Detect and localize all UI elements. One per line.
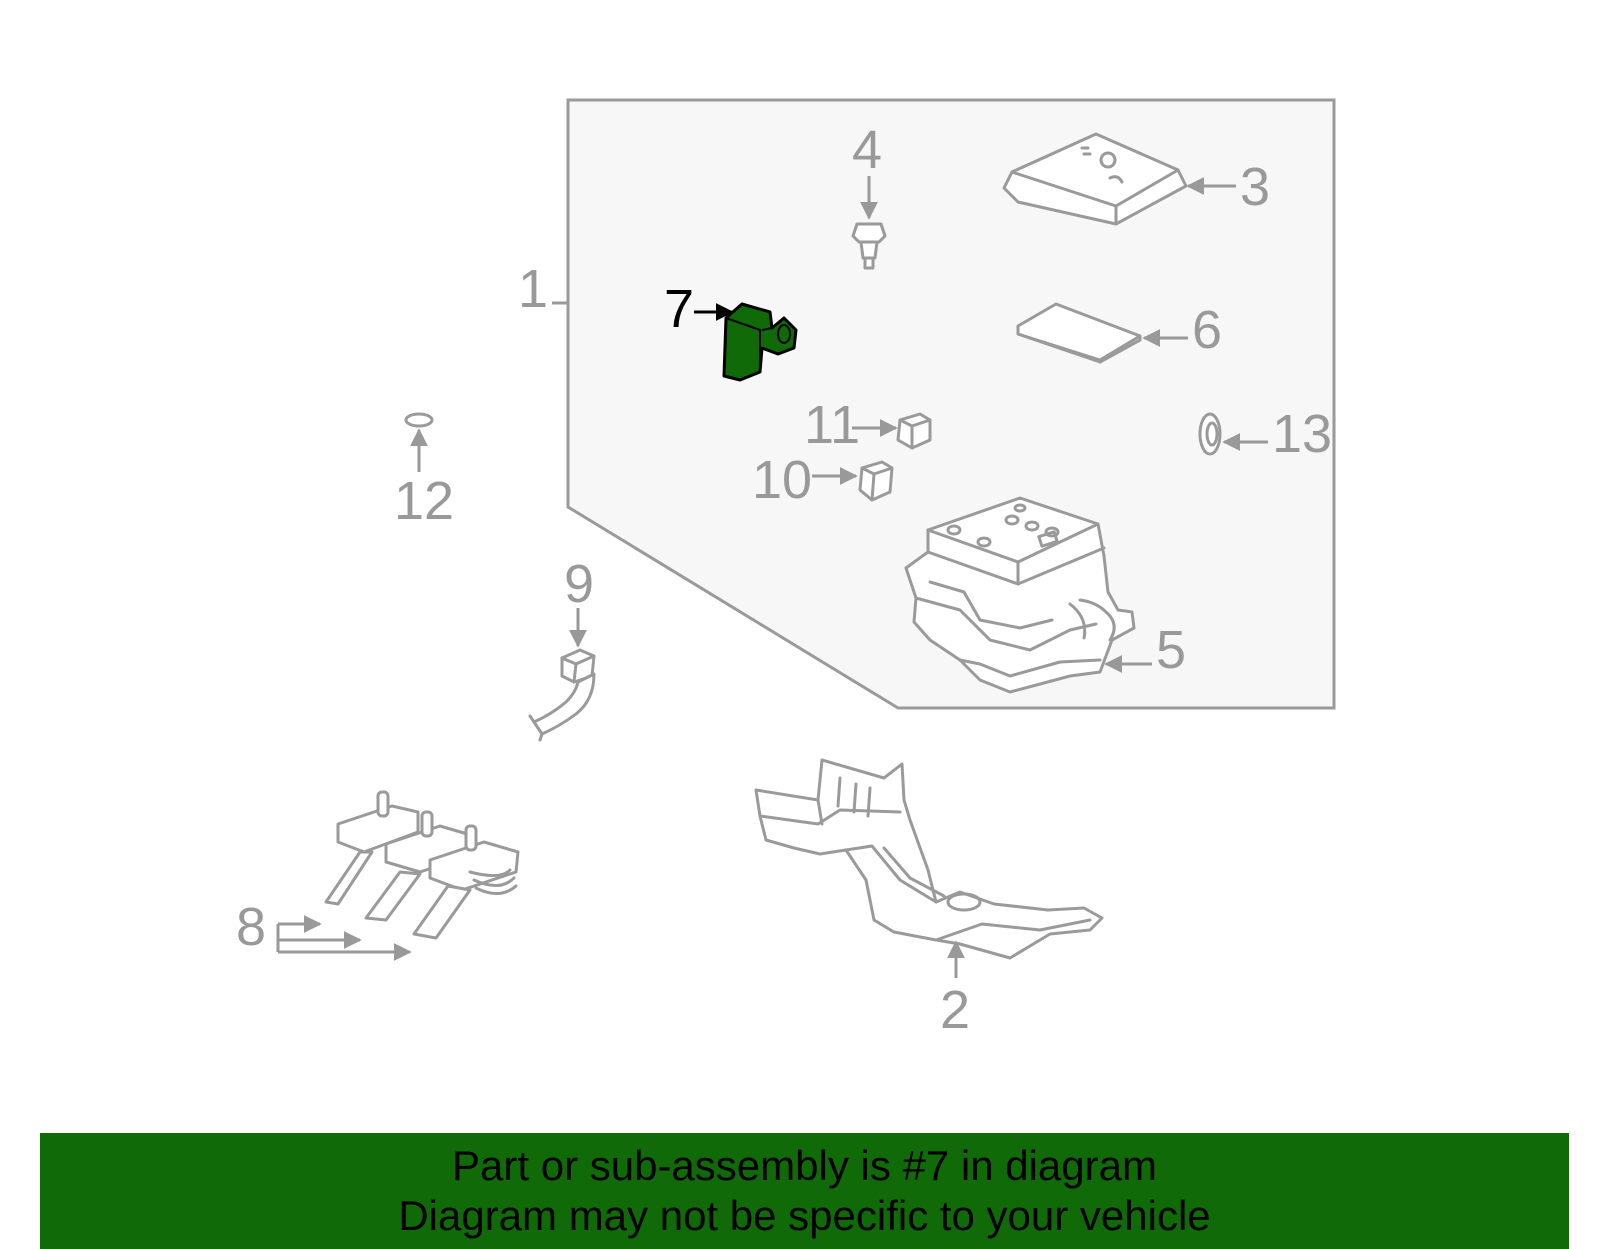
part-4-clip: 4 — [851, 120, 887, 270]
part-11-relay: 11 — [804, 395, 932, 455]
callout-3-label: 3 — [1240, 157, 1270, 217]
callout-6-label: 6 — [1192, 300, 1222, 360]
part-7-highlighted: 7 — [664, 279, 798, 382]
callout-1-label: 1 — [518, 259, 548, 319]
part-13-grommet: 13 — [1198, 404, 1332, 464]
callout-8-label: 8 — [236, 897, 266, 957]
callout-1: 1 — [518, 259, 568, 319]
part-12-clip: 12 — [394, 412, 454, 531]
part-3-cover: 3 — [1002, 132, 1270, 226]
part-5-relay-block: 5 — [904, 496, 1186, 694]
callout-7-label: 7 — [664, 279, 694, 339]
callout-10-label: 10 — [752, 450, 812, 510]
part-10-relay: 10 — [752, 450, 894, 510]
part-2-bracket: 2 — [754, 758, 1104, 1040]
callout-11-label: 11 — [804, 395, 860, 455]
part-9-connector: 9 — [528, 554, 596, 742]
callout-2-label: 2 — [940, 980, 970, 1040]
callout-12-label: 12 — [394, 471, 454, 531]
part-8-terminals: 8 — [236, 790, 520, 961]
callout-5-label: 5 — [1156, 620, 1186, 680]
banner-line-1: Part or sub-assembly is #7 in diagram — [452, 1142, 1157, 1189]
part-6-plate: 6 — [1016, 300, 1222, 364]
callout-13-label: 13 — [1272, 404, 1332, 464]
callout-9-label: 9 — [564, 554, 594, 614]
banner-line-2: Diagram may not be specific to your vehi… — [398, 1192, 1211, 1239]
callout-4-label: 4 — [852, 120, 882, 180]
info-banner: Part or sub-assembly is #7 in diagram Di… — [40, 1133, 1569, 1249]
assembly-outline — [566, 98, 1336, 710]
